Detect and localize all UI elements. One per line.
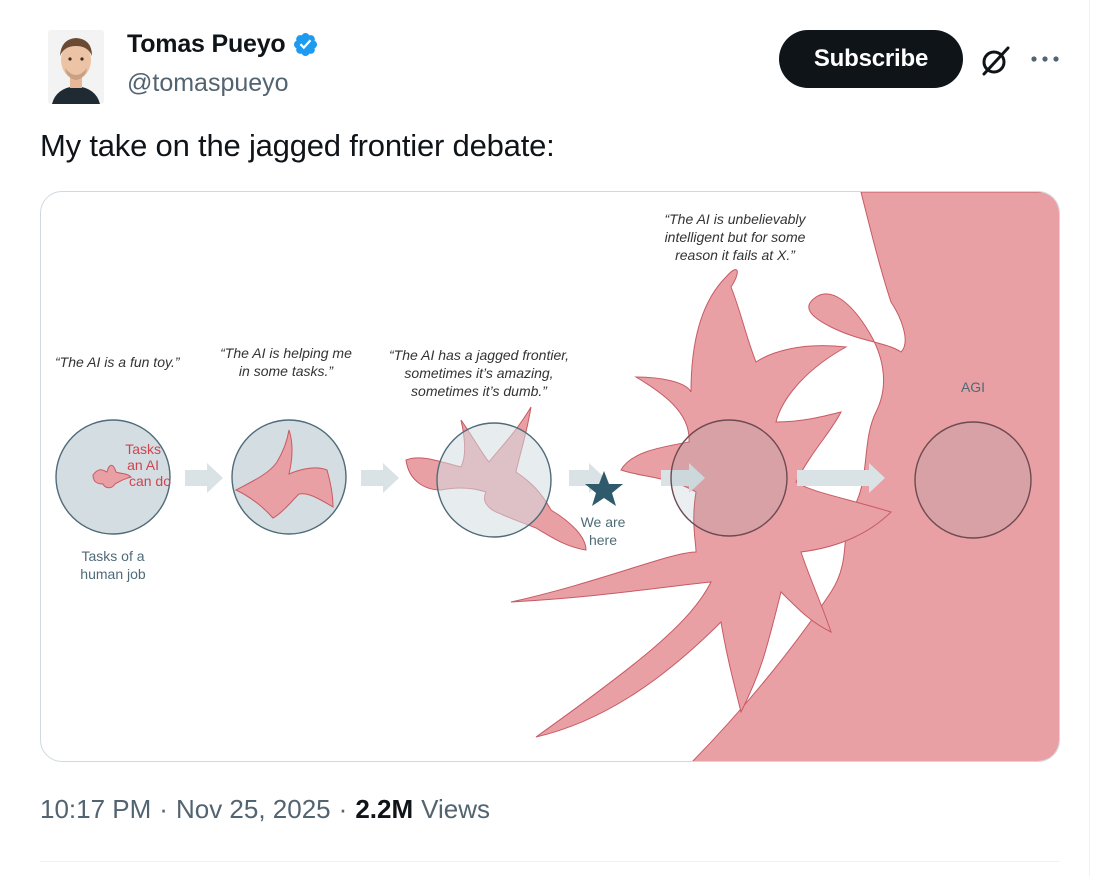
tweet-meta: 10:17 PM · Nov 25, 2025 · 2.2M Views bbox=[40, 794, 490, 825]
stage3-quote-line3: sometimes it’s dumb.” bbox=[411, 383, 548, 399]
stage3-circle bbox=[436, 422, 552, 538]
author-handle[interactable]: @tomaspueyo bbox=[127, 69, 289, 97]
tweet-time[interactable]: 10:17 PM bbox=[40, 794, 152, 824]
divider bbox=[40, 861, 1060, 862]
tasks-job-label-line1: Tasks of a bbox=[81, 548, 144, 564]
verified-badge-icon bbox=[293, 32, 317, 57]
we-are-here-label-line2: here bbox=[589, 532, 617, 548]
tasks-ai-label-line3: can do bbox=[129, 473, 171, 489]
stage3-quote-line2: sometimes it’s amazing, bbox=[404, 365, 553, 381]
grok-icon[interactable] bbox=[978, 44, 1012, 78]
stage2-blob bbox=[234, 429, 334, 519]
tasks-ai-label-line2: an AI bbox=[127, 457, 159, 473]
avatar[interactable] bbox=[48, 30, 104, 104]
subscribe-button[interactable]: Subscribe bbox=[779, 30, 963, 88]
views-count: 2.2M bbox=[355, 794, 414, 824]
tweet-media[interactable]: “The AI is a fun toy.” “The AI is helpin… bbox=[40, 191, 1060, 762]
stage4-quote-line3: reason it fails at X.” bbox=[675, 247, 796, 263]
stage4-quote-line1: “The AI is unbelievably bbox=[664, 211, 806, 227]
stage2-quote-line1: “The AI is helping me bbox=[220, 345, 352, 361]
timeline-border bbox=[1089, 0, 1090, 876]
views-label: Views bbox=[421, 794, 491, 824]
stage4-quote-line2: intelligent but for some bbox=[665, 229, 806, 245]
jagged-frontier-illustration: “The AI is a fun toy.” “The AI is helpin… bbox=[55, 192, 1059, 761]
stage1-quote: “The AI is a fun toy.” bbox=[55, 354, 181, 370]
we-are-here-star-icon bbox=[585, 471, 623, 506]
tweet-text: My take on the jagged frontier debate: bbox=[40, 128, 555, 163]
stage4-circle bbox=[670, 419, 788, 537]
author-name-row[interactable]: Tomas Pueyo bbox=[127, 30, 319, 59]
author-name[interactable]: Tomas Pueyo bbox=[127, 30, 286, 58]
tasks-job-label-line2: human job bbox=[80, 566, 146, 582]
tasks-ai-label-line1: Tasks bbox=[125, 441, 161, 457]
tweet-date[interactable]: Nov 25, 2025 bbox=[175, 794, 331, 824]
we-are-here-label-line1: We are bbox=[581, 514, 626, 530]
meta-separator: · bbox=[338, 794, 348, 824]
stage1-blob bbox=[92, 464, 132, 489]
meta-separator: · bbox=[159, 794, 168, 824]
stage3-quote-line1: “The AI has a jagged frontier, bbox=[389, 347, 569, 363]
agi-circle bbox=[914, 421, 1032, 539]
more-icon[interactable] bbox=[1028, 46, 1062, 72]
stage4-blob bbox=[510, 269, 892, 738]
agi-label: AGI bbox=[961, 379, 985, 395]
stage2-quote-line2: in some tasks.” bbox=[239, 363, 334, 379]
